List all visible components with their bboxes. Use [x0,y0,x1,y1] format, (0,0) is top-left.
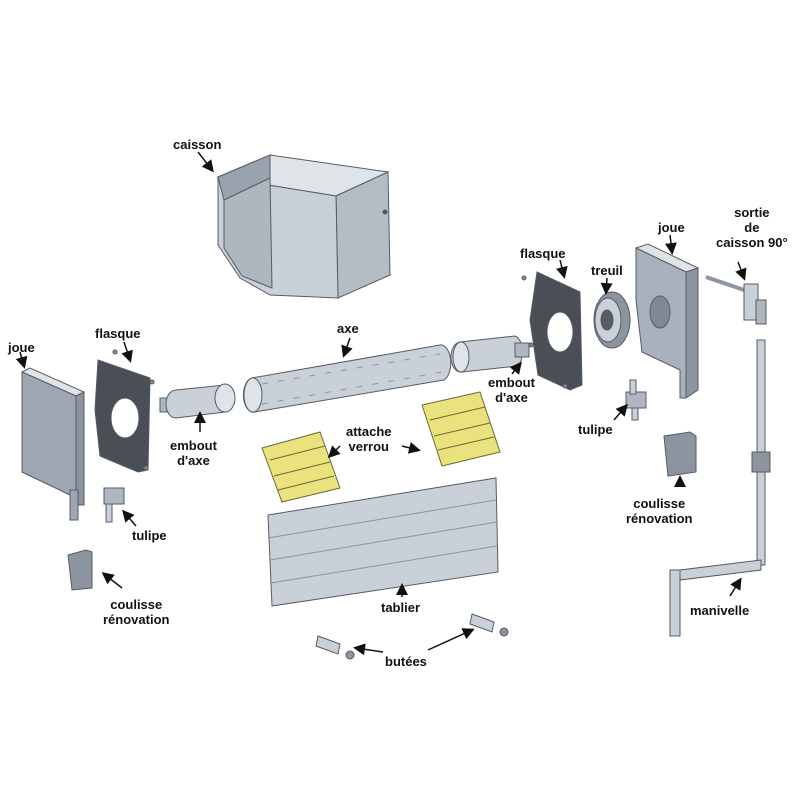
coulisse-left-part [67,549,93,591]
sortie-caisson-part [705,275,767,325]
label-joue-left: joue [8,340,35,355]
flasque-left-part [94,349,155,473]
attache-verrou-left-part [261,431,341,503]
label-tulipe-left: tulipe [132,528,167,543]
flasque-right-part [521,271,583,391]
label-axe: axe [337,321,359,336]
treuil-part [593,291,631,349]
label-butees: butées [385,654,427,669]
joue-left-part [20,367,86,521]
manivelle-part [669,339,771,637]
coulisse-right-part [663,431,697,477]
joue-right-part [634,243,700,399]
embout-axe-right-part [450,335,530,373]
axe-part [242,344,452,413]
label-flasque-left: flasque [95,326,141,341]
label-treuil: treuil [591,263,623,278]
tulipe-right-part [625,379,647,421]
label-joue-right: joue [658,220,685,235]
butees-part [315,613,509,660]
tablier-part [267,477,499,607]
attache-verrou-right-part [421,391,501,467]
label-caisson: caisson [173,137,222,152]
label-tulipe-right: tulipe [578,422,613,437]
label-arrows [15,151,747,656]
embout-axe-left-part [159,383,236,419]
caisson-part [216,154,391,299]
label-tablier: tablier [381,600,421,615]
label-manivelle: manivelle [690,603,750,618]
label-flasque-right: flasque [520,246,566,261]
tulipe-left-part [103,487,125,523]
